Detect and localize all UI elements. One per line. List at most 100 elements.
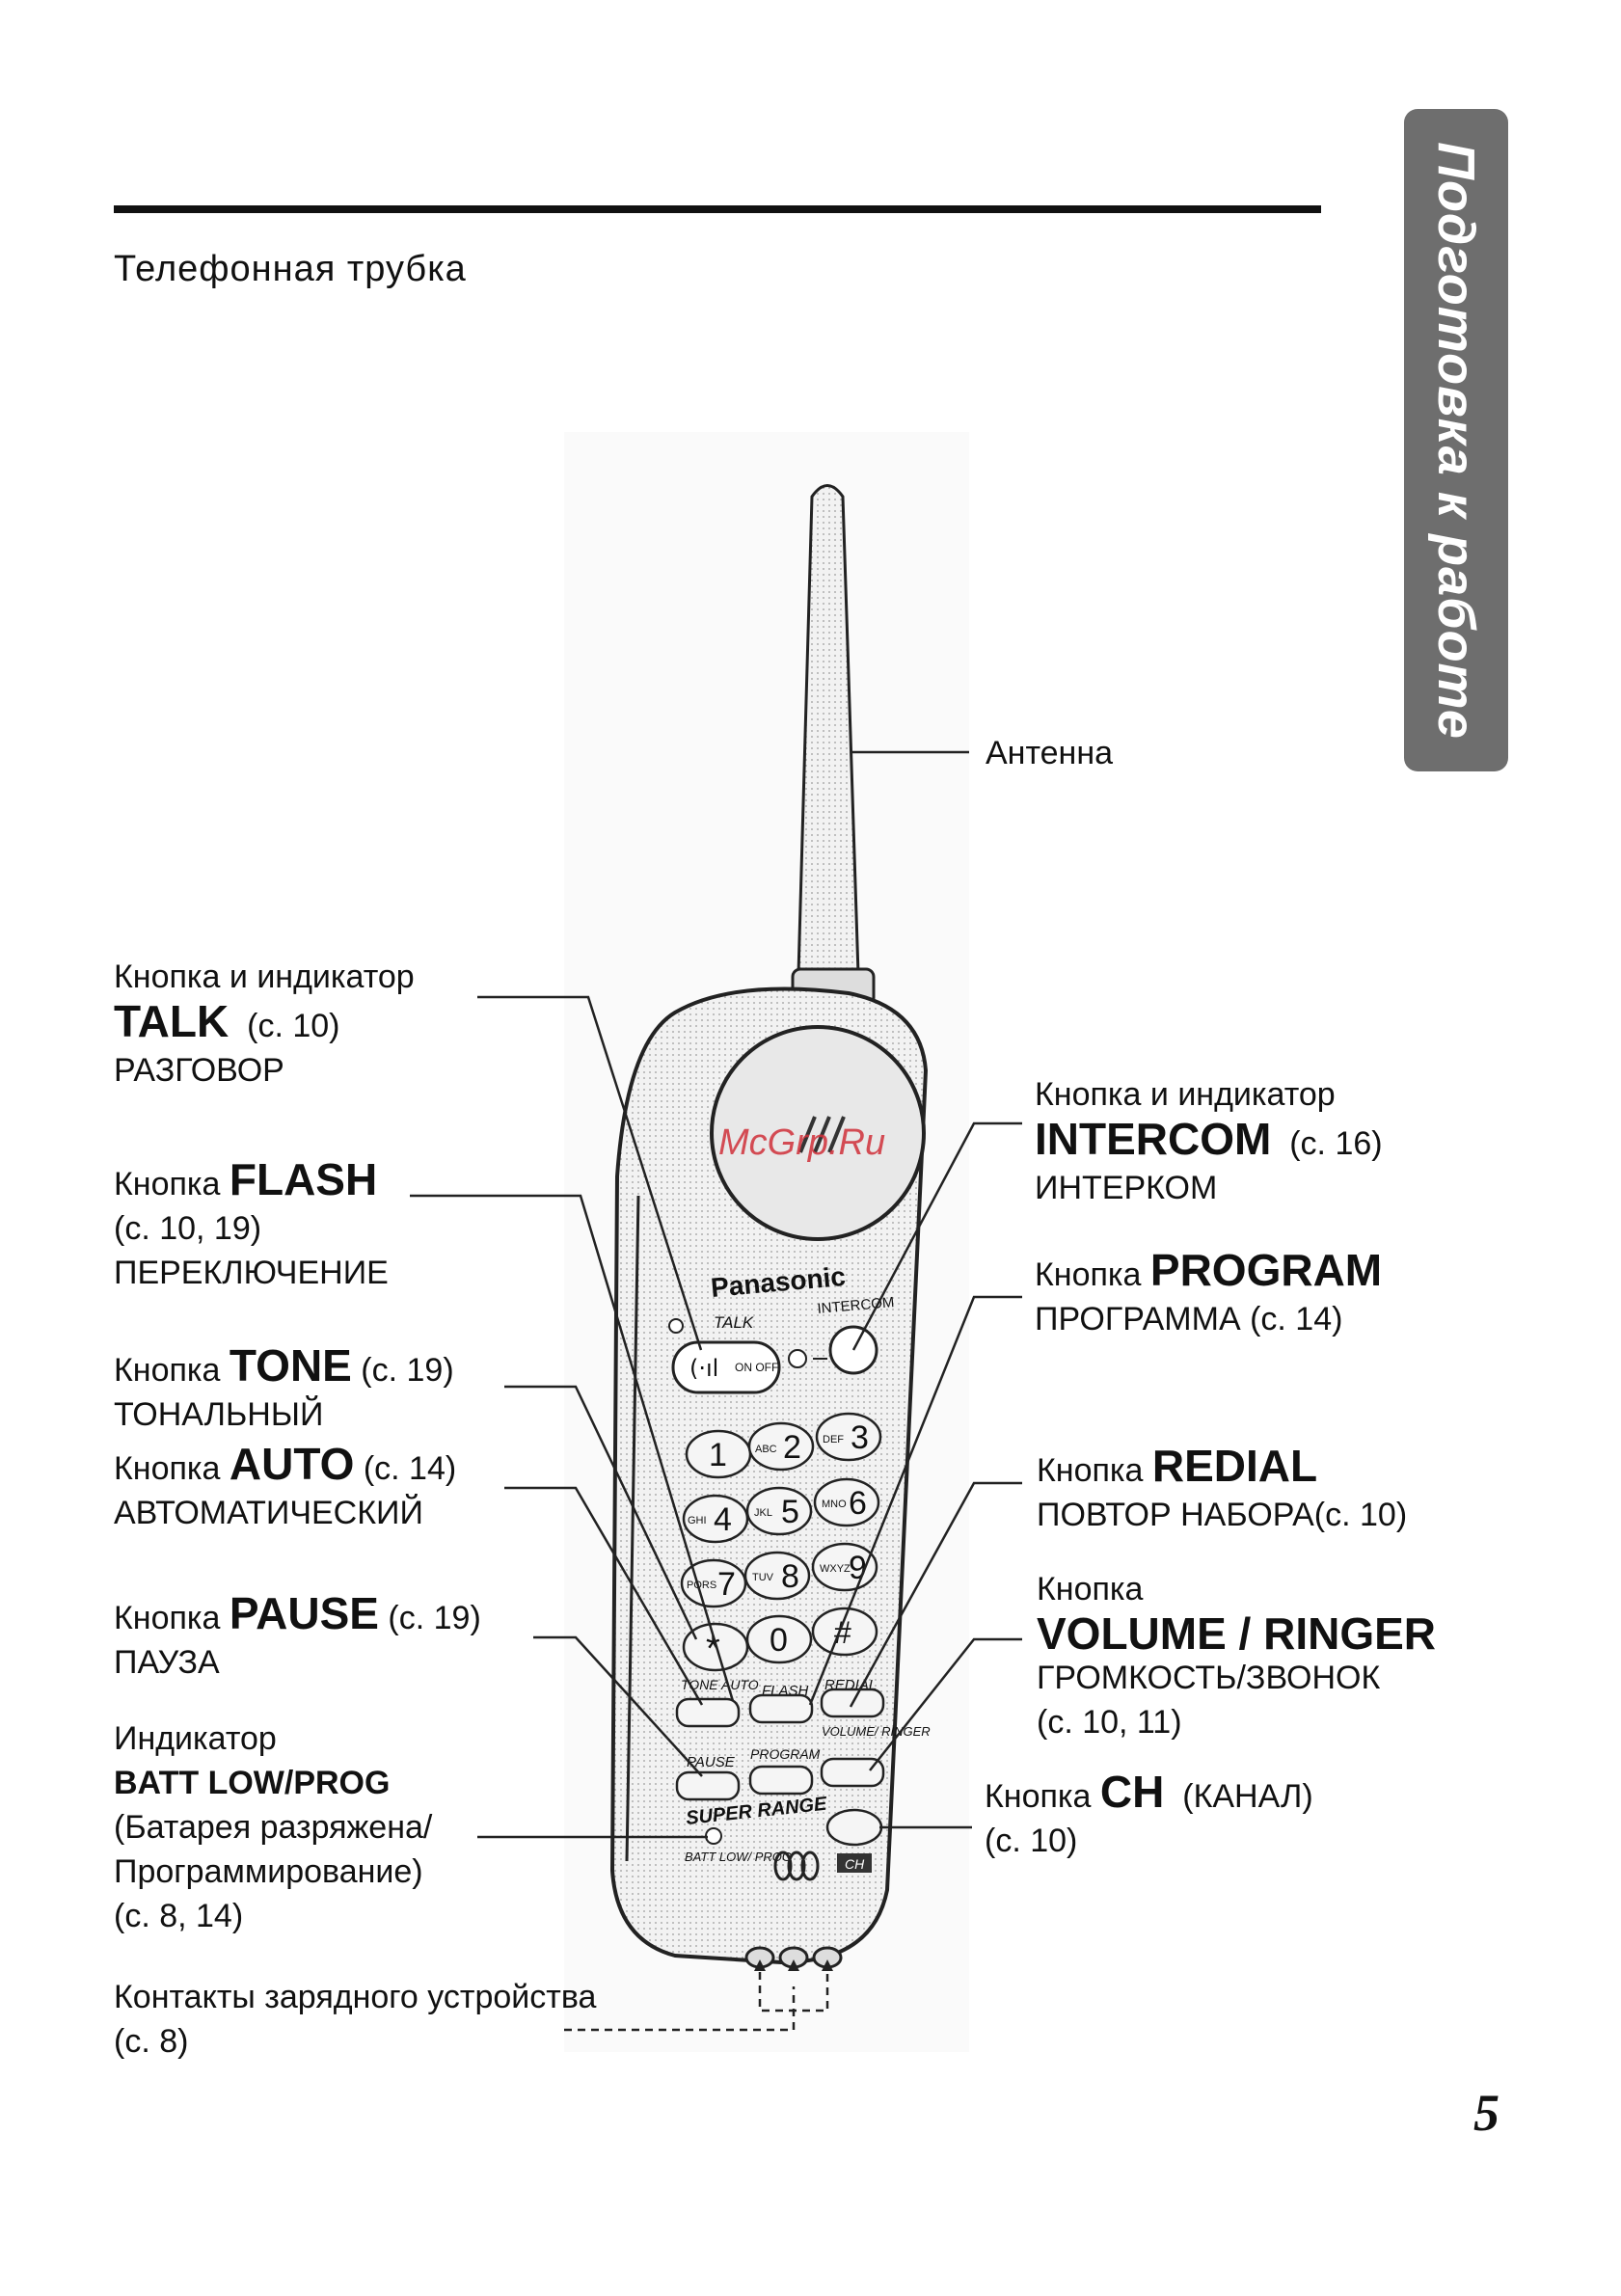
key-pound: #	[811, 1607, 878, 1657]
callout-tone-ru: ТОНАЛЬНЫЙ	[114, 1396, 324, 1433]
leader-pause	[533, 1635, 703, 1777]
callout-volume: Кнопка VOLUME / RINGER ГРОМКОСТЬ/ЗВОНОК …	[1037, 1567, 1436, 1744]
callout-ch-page: (с. 10)	[985, 1823, 1078, 1859]
callout-contacts: Контакты зарядного устройства (с. 8)	[114, 1975, 596, 2064]
svg-text:DEF: DEF	[823, 1434, 844, 1445]
callout-pause-ru: ПАУЗА	[114, 1644, 220, 1681]
leader-program	[808, 1295, 1022, 1706]
callout-batt-page: (с. 8, 14)	[114, 1898, 244, 1934]
key-1: 1	[685, 1429, 752, 1479]
callout-volume-name: VOLUME / RINGER	[1037, 1608, 1437, 1659]
ch-button	[825, 1808, 883, 1847]
callout-flash-ru: ПЕРЕКЛЮЧЕНИЕ	[114, 1255, 389, 1291]
svg-text:PQRS: PQRS	[687, 1580, 716, 1591]
pause-key-label: PAUSE	[687, 1754, 736, 1770]
callout-redial-ru: ПОВТОР НАБОРА(с. 10)	[1037, 1497, 1408, 1533]
svg-text:#: #	[834, 1615, 851, 1650]
key-2: ABC 2	[747, 1421, 815, 1472]
callout-ch: Кнопка CH (КАНАЛ) (с. 10)	[985, 1769, 1313, 1863]
callout-program: Кнопка PROGRAM ПРОГРАММА (с. 14)	[1035, 1248, 1382, 1341]
callout-talk-page: (с. 10)	[247, 1008, 340, 1044]
callout-volume-ru: ГРОМКОСТЬ/ЗВОНОК	[1037, 1660, 1381, 1696]
pause-key	[675, 1770, 741, 1801]
svg-text:6: 6	[849, 1485, 867, 1522]
callout-flash: Кнопка FLASH (с. 10, 19) ПЕРЕКЛЮЧЕНИЕ	[114, 1157, 389, 1295]
callout-ch-suffix: (КАНАЛ)	[1182, 1778, 1313, 1815]
svg-text:7: 7	[717, 1566, 736, 1603]
earpiece	[710, 1025, 926, 1241]
microphone	[773, 1850, 820, 1881]
callout-ch-name: CH	[1099, 1767, 1165, 1817]
callout-tone-prefix: Кнопка	[114, 1352, 221, 1389]
callout-redial-name: REDIAL	[1151, 1441, 1318, 1491]
charge-contacts	[744, 1946, 843, 1969]
callout-flash-name: FLASH	[229, 1154, 378, 1204]
callout-auto-ru: АВТОМАТИЧЕСКИЙ	[114, 1495, 423, 1531]
callout-program-ru: ПРОГРАММА (с. 14)	[1035, 1301, 1343, 1337]
callout-batt-name: BATT LOW/PROG	[114, 1765, 391, 1801]
callout-program-prefix: Кнопка	[1035, 1256, 1142, 1293]
leader-auto	[504, 1486, 704, 1706]
svg-text:*: *	[706, 1629, 720, 1669]
program-key-label: PROGRAM	[750, 1746, 821, 1762]
leader-intercom	[851, 1121, 1022, 1351]
leader-tone	[504, 1385, 698, 1640]
header-rule	[114, 205, 1321, 213]
callout-antenna: Антенна	[986, 735, 1114, 771]
leader-flash	[410, 1194, 735, 1702]
leader-talk	[477, 995, 703, 1351]
callout-talk-line1: Кнопка и индикатор	[114, 959, 415, 995]
talk-indicator	[668, 1318, 684, 1334]
leader-lines	[410, 750, 1022, 1839]
callout-pause-page: (с. 19)	[388, 1600, 481, 1636]
talk-button-onoff: ON OFF	[735, 1361, 778, 1374]
leader-volume	[869, 1637, 1022, 1771]
talk-button	[671, 1340, 781, 1394]
handset-side-edge	[625, 1195, 640, 1862]
callout-contacts-line1: Контакты зарядного устройства	[114, 1979, 597, 2015]
callout-program-name: PROGRAM	[1149, 1245, 1383, 1295]
svg-text:GHI: GHI	[688, 1515, 707, 1526]
callout-intercom-line1: Кнопка и индикатор	[1035, 1076, 1336, 1113]
callout-pause: Кнопка PAUSE (с. 19) ПАУЗА	[114, 1591, 481, 1685]
leader-contacts	[564, 1972, 829, 2032]
talk-button-icon: (·ıl	[689, 1355, 718, 1382]
callout-flash-page: (с. 10, 19)	[114, 1210, 262, 1247]
tone-auto-label: TONE AUTO	[681, 1677, 759, 1692]
callout-auto: Кнопка AUTO (с. 14) АВТОМАТИЧЕСКИЙ	[114, 1442, 456, 1535]
leader-redial	[849, 1481, 1022, 1708]
callout-batt: Индикатор BATT LOW/PROG (Батарея разряже…	[114, 1716, 432, 1938]
ch-label-box	[837, 1853, 872, 1873]
callout-ch-prefix: Кнопка	[985, 1778, 1092, 1815]
page-title: Телефонная трубка	[114, 249, 467, 289]
svg-text:5: 5	[781, 1494, 799, 1530]
callout-pause-name: PAUSE	[229, 1588, 379, 1638]
svg-text:2: 2	[783, 1429, 801, 1466]
svg-text:3: 3	[851, 1419, 869, 1456]
svg-text:1: 1	[709, 1437, 727, 1473]
volume-ringer-key	[820, 1757, 885, 1788]
callout-batt-line3: (Батарея разряжена/	[114, 1809, 433, 1846]
svg-text:WXYZ: WXYZ	[820, 1563, 851, 1575]
svg-text:TUV: TUV	[752, 1572, 774, 1583]
svg-text:ABC: ABC	[755, 1444, 777, 1455]
program-key	[748, 1765, 814, 1796]
svg-text:MNO: MNO	[822, 1499, 847, 1510]
callout-talk-name: TALK	[114, 996, 230, 1046]
callout-talk: Кнопка и индикатор TALK (с. 10) РАЗГОВОР	[114, 955, 415, 1093]
key-0: 0	[745, 1614, 813, 1664]
callout-volume-prefix: Кнопка	[1037, 1571, 1144, 1607]
antenna	[797, 484, 860, 976]
phone-talk-label: TALK	[714, 1313, 754, 1332]
svg-text:0: 0	[770, 1622, 788, 1659]
callout-tone-page: (с. 19)	[361, 1352, 454, 1389]
page-number: 5	[1473, 2084, 1499, 2142]
